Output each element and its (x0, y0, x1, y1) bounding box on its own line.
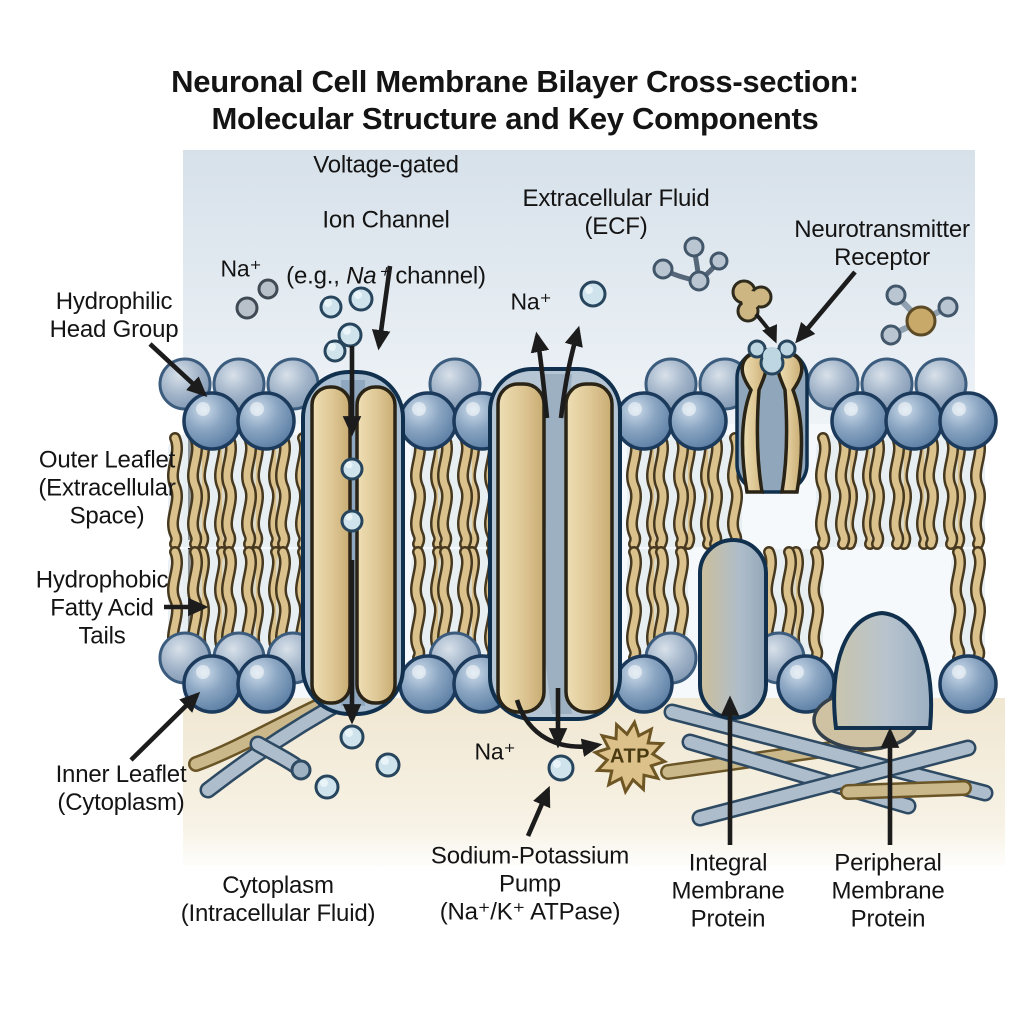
diagram-title: Neuronal Cell Membrane Bilayer Cross-sec… (171, 63, 859, 136)
label-cytoplasm: Cytoplasm (Intracellular Fluid) (180, 872, 376, 927)
label-extracellular-fluid: Extracellular Fluid (ECF) (522, 185, 710, 240)
signaling-molecule-tan (880, 284, 959, 346)
integral-membrane-protein (698, 538, 768, 720)
atp-starburst (591, 718, 669, 796)
atp-label: ATP (609, 745, 651, 768)
label-sodium-potassium-pump: Sodium-Potassium Pump (Na⁺/K⁺ ATPase) (430, 842, 630, 925)
label-peripheral-membrane-protein: Peripheral Membrane Protein (831, 849, 945, 932)
voltage-gated-ion-channel (301, 370, 405, 716)
label-hydrophobic-fatty-acid-tails: Hydrophobic Fatty Acid Tails (35, 566, 169, 649)
sodium-potassium-pump (488, 367, 622, 721)
signaling-molecule-gray (652, 236, 729, 292)
peripheral-membrane-protein (812, 610, 934, 751)
label-inner-leaflet: Inner Leaflet (Cytoplasm) (55, 761, 187, 816)
docked-neurotransmitter (747, 339, 797, 376)
label-outer-leaflet: Outer Leaflet (Extracellular Space) (38, 446, 176, 529)
sodium-ions (235, 278, 607, 800)
na-ion-label-bottom: Na⁺ (474, 738, 516, 765)
na-ion-label-middle: Na⁺ (510, 288, 552, 315)
annotation-arrows (129, 265, 900, 845)
label-integral-membrane-protein: Integral Membrane Protein (671, 849, 785, 932)
neurotransmitter-receptor (735, 339, 809, 494)
free-neurotransmitter-molecule (731, 279, 773, 323)
label-hydrophilic-head-group: Hydrophilic Head Group (49, 288, 179, 343)
na-ion-label-top: Na⁺ (220, 255, 262, 282)
label-voltage-gated-ion-channel: Voltage-gated Ion Channel (e.g., Na⁺ cha… (286, 151, 486, 290)
label-neurotransmitter-receptor: Neurotransmitter Receptor (794, 216, 970, 271)
